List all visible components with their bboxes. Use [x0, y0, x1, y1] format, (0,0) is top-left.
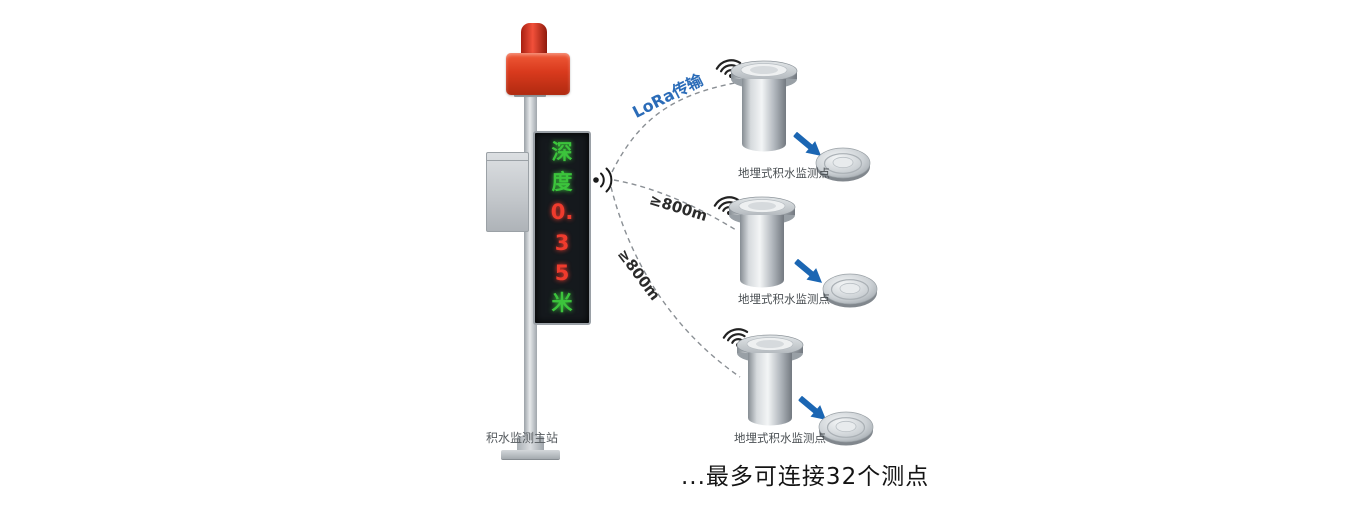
led-char: 米: [551, 290, 573, 315]
led-char: 0.: [550, 200, 574, 225]
sensor-label-1: 地埋式积水监测点: [738, 166, 830, 180]
led-char: 度: [551, 170, 573, 195]
link-curve-3: [610, 186, 741, 378]
footer-caption: ...最多可连接32个测点: [681, 464, 930, 490]
sensor-lid-disc-1: [815, 147, 871, 182]
alarm-beacon-icon: [521, 23, 547, 56]
link-curve-2: [613, 179, 737, 231]
sensor-lid-disc-3: [818, 411, 874, 446]
sensor-lid-disc-2: [822, 273, 878, 308]
led-char: 3: [554, 230, 570, 255]
buried-sensor-3: [736, 334, 804, 426]
led-char: 5: [554, 260, 570, 285]
wireless-waves-icon: [593, 167, 613, 193]
sensor-label-3: 地埋式积水监测点: [734, 431, 826, 445]
led-char: 深: [551, 140, 573, 165]
station-label: 积水监测主站: [486, 431, 559, 445]
control-cabinet: [486, 152, 529, 232]
lora-link-curves: [610, 82, 741, 378]
buried-sensor-2: [728, 196, 796, 288]
pole-base-plate: [501, 450, 560, 460]
sensor-label-2: 地埋式积水监测点: [738, 292, 830, 306]
blue-arrow-icon: [794, 259, 823, 283]
blue-arrow-icon: [798, 396, 827, 420]
pole-base-neck: [517, 436, 544, 452]
led-display: 深 度 0. 3 5 米: [533, 131, 591, 325]
link-curve-1: [611, 82, 736, 173]
blue-arrow-icon: [793, 132, 822, 156]
buried-sensor-1: [730, 60, 798, 152]
alarm-horn: [506, 53, 570, 95]
